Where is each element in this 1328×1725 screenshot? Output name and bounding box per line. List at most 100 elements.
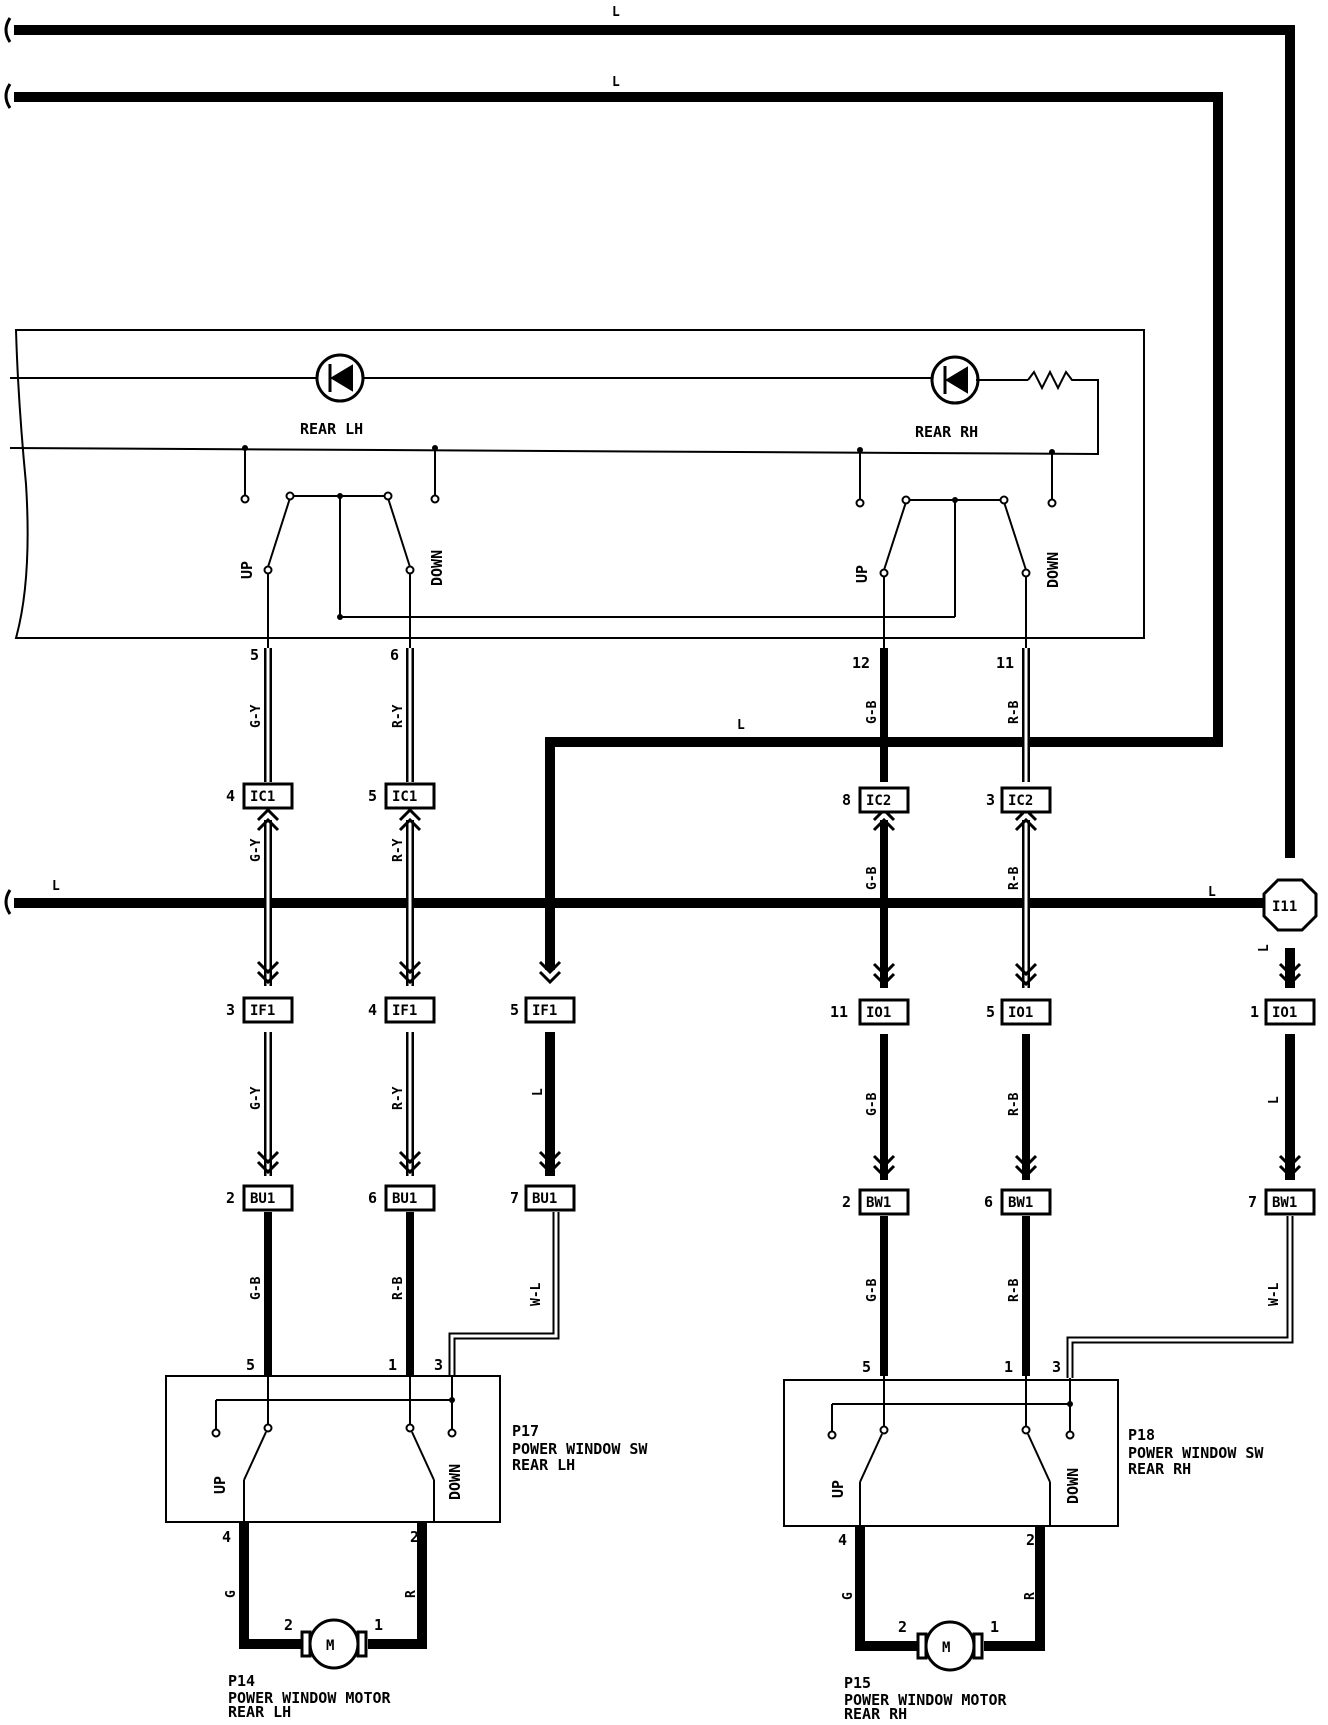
pin-number: 11 bbox=[830, 1003, 848, 1021]
component-name: POWER WINDOW MOTOR bbox=[844, 1691, 1008, 1709]
wire-color-label: R bbox=[1023, 1592, 1038, 1600]
pin-number: 3 bbox=[986, 791, 995, 809]
wire-l-top-1 bbox=[14, 25, 1295, 858]
wire-label: L bbox=[1257, 944, 1272, 952]
wire-color-label: L bbox=[531, 1088, 546, 1096]
rear-rh-label: REAR RH bbox=[915, 423, 978, 441]
motor-icon: M bbox=[916, 1620, 984, 1672]
wire-label: L bbox=[612, 75, 620, 90]
component-id: P17 bbox=[512, 1422, 539, 1440]
motor-symbol: M bbox=[942, 1640, 950, 1656]
connector-label: IC1 bbox=[392, 789, 417, 805]
pin-number: 5 bbox=[986, 1003, 995, 1021]
connector-arrows bbox=[256, 807, 1302, 1179]
pin-number: 4 bbox=[838, 1531, 847, 1549]
connector-label: IF1 bbox=[392, 1003, 417, 1019]
pin-number: 12 bbox=[852, 654, 870, 672]
pin-number: 5 bbox=[510, 1001, 519, 1019]
wire-color-label: G-B bbox=[249, 1276, 264, 1300]
pin-number: 8 bbox=[842, 791, 851, 809]
pin-number: 1 bbox=[1004, 1358, 1013, 1376]
component-name: REAR RH bbox=[844, 1705, 907, 1720]
wire-color-label: R-B bbox=[391, 1276, 406, 1300]
connector-label: IF1 bbox=[532, 1003, 557, 1019]
junction-label: I11 bbox=[1272, 899, 1297, 915]
wire-color-label: R-Y bbox=[391, 838, 406, 862]
pin-number: 2 bbox=[1026, 1531, 1035, 1549]
pin-number: 5 bbox=[246, 1356, 255, 1374]
up-label: UP bbox=[211, 1476, 229, 1494]
connector-label: BW1 bbox=[1008, 1195, 1033, 1211]
pin-number: 1 bbox=[388, 1356, 397, 1374]
wire-color-label: G-Y bbox=[249, 704, 264, 728]
component-name: POWER WINDOW SW bbox=[512, 1440, 648, 1458]
wire-color-label: R-B bbox=[1007, 1092, 1022, 1116]
pin-number: 2 bbox=[410, 1528, 419, 1546]
pin-number: 6 bbox=[984, 1193, 993, 1211]
wire-color-label: R-B bbox=[1007, 700, 1022, 724]
top-wires bbox=[4, 17, 1295, 970]
component-id: P18 bbox=[1128, 1426, 1155, 1444]
component-name: REAR LH bbox=[512, 1456, 575, 1474]
pin-number: 6 bbox=[390, 646, 399, 664]
wire-color-label: R-B bbox=[1007, 1278, 1022, 1302]
wire-color-label: R-B bbox=[1007, 866, 1022, 890]
component-name: POWER WINDOW MOTOR bbox=[228, 1689, 392, 1707]
connector-label: IC2 bbox=[866, 793, 891, 809]
component-name: POWER WINDOW SW bbox=[1128, 1444, 1264, 1462]
pin-number: 4 bbox=[368, 1001, 377, 1019]
down-label: DOWN bbox=[1064, 1468, 1082, 1504]
connector-boxes bbox=[242, 782, 1316, 1216]
wire-color-label: G bbox=[841, 1592, 856, 1600]
connector-label: IC2 bbox=[1008, 793, 1033, 809]
component-name: REAR LH bbox=[228, 1703, 291, 1720]
pin-number: 3 bbox=[1052, 1358, 1061, 1376]
wire-trunks bbox=[264, 648, 1295, 1378]
motor-wire-loop bbox=[855, 1526, 1045, 1651]
rear-lh-label: REAR LH bbox=[300, 420, 363, 438]
wire-color-label: R-Y bbox=[391, 704, 406, 728]
connector-label: BU1 bbox=[250, 1191, 275, 1207]
junction-i11: I11 bbox=[1262, 878, 1318, 932]
pin-number: 7 bbox=[510, 1189, 519, 1207]
pin-number: 7 bbox=[1248, 1193, 1257, 1211]
pin-number: 1 bbox=[990, 1618, 999, 1636]
led-rear-rh-icon bbox=[930, 355, 980, 405]
pin-number: 2 bbox=[226, 1189, 235, 1207]
pin-number: 1 bbox=[1250, 1003, 1259, 1021]
connector-label: BU1 bbox=[532, 1191, 557, 1207]
pin-number: 3 bbox=[434, 1356, 443, 1374]
switch-p17 bbox=[165, 1375, 501, 1523]
pin-number: 5 bbox=[368, 787, 377, 805]
wire-color-label: G-B bbox=[865, 866, 880, 890]
up-label: UP bbox=[853, 565, 871, 583]
connector-label: IO1 bbox=[1272, 1005, 1297, 1021]
connector-label: BW1 bbox=[1272, 1195, 1297, 1211]
connector-label: IO1 bbox=[1008, 1005, 1033, 1021]
wire-label: L bbox=[737, 718, 745, 733]
down-label: DOWN bbox=[1044, 552, 1062, 588]
pin-number: 11 bbox=[996, 654, 1014, 672]
component-name: REAR RH bbox=[1128, 1460, 1191, 1478]
resistor-icon bbox=[9, 369, 1099, 456]
wire-color-label: W-L bbox=[1267, 1282, 1282, 1306]
wire-color-label: G-Y bbox=[249, 1086, 264, 1110]
pin-number: 2 bbox=[842, 1193, 851, 1211]
pin-number: 1 bbox=[374, 1616, 383, 1634]
connector-label: IC1 bbox=[250, 789, 275, 805]
down-label: DOWN bbox=[428, 550, 446, 586]
master-switch-lh bbox=[240, 445, 955, 648]
wire-color-label: R bbox=[404, 1590, 419, 1598]
connector-label: IF1 bbox=[250, 1003, 275, 1019]
switch-p18 bbox=[783, 1376, 1119, 1527]
pin-number: 4 bbox=[226, 787, 235, 805]
wire-label: L bbox=[1208, 885, 1216, 900]
motor-wire-loop bbox=[239, 1522, 427, 1649]
pin-number: 6 bbox=[368, 1189, 377, 1207]
wire-color-label: G-Y bbox=[249, 838, 264, 862]
motor-symbol: M bbox=[326, 1638, 334, 1654]
wire-color-label: G bbox=[224, 1590, 239, 1598]
wire-label: L bbox=[612, 5, 620, 20]
